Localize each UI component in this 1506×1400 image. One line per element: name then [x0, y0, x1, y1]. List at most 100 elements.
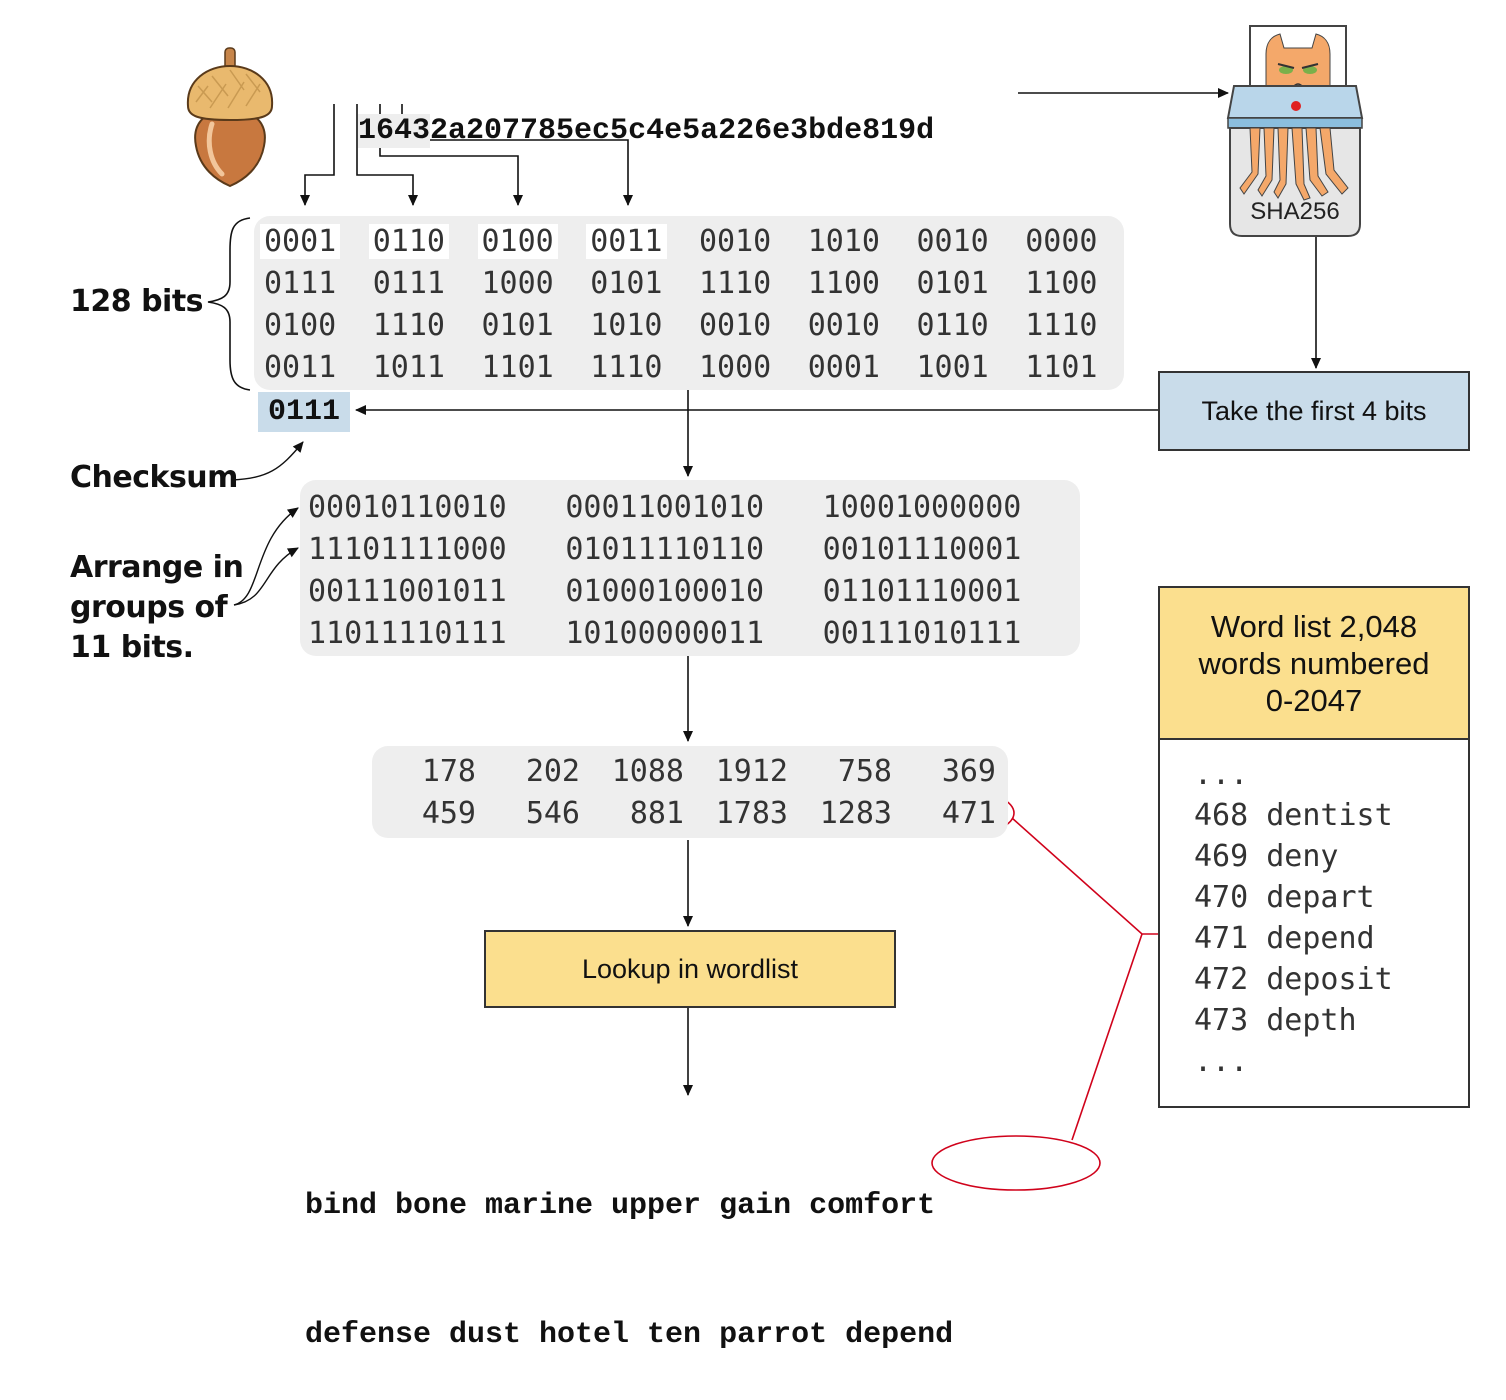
lookup-wordlist-label: Lookup in wordlist	[581, 953, 799, 984]
mnemonic-line2-prefix: defense dust hotel ten parrot	[305, 1318, 846, 1352]
wordlist-entry-number: 473	[1194, 1003, 1249, 1038]
lookup-wordlist-box: Lookup in wordlist	[484, 930, 896, 1008]
wordlist-ellipsis-bottom: ...	[1194, 1044, 1249, 1079]
bits-nibble: 0111	[363, 266, 472, 301]
word-index: 202	[525, 753, 580, 789]
bits-nibble: 1100	[1015, 266, 1124, 301]
arrow-arrange-1	[233, 507, 299, 606]
wordlist-entry-word: deny	[1266, 839, 1339, 874]
entropy-hex-rest: 2a207785ec5c4e5a226e3bde819d	[430, 114, 935, 148]
bits-nibble-text: 0010	[699, 307, 772, 343]
wordlist-entry: 472 deposit	[1194, 959, 1468, 1000]
wordlist-entry-sep	[1248, 962, 1266, 997]
bits-nibble: 0000	[1015, 224, 1124, 259]
bits-nibble-text: 0000	[1025, 223, 1098, 259]
bits-nibble: 1101	[1015, 350, 1124, 385]
bits-nibble-text: 1010	[590, 307, 663, 343]
wordlist-entry-word: depart	[1266, 880, 1375, 915]
word-index: 758	[837, 753, 892, 789]
eleven-bit-group: 10100000011	[565, 615, 765, 651]
arrow-arrange-2	[233, 547, 299, 606]
wordlist-entry-word: dentist	[1266, 798, 1393, 833]
wordlist-entry-number: 469	[1194, 839, 1249, 874]
eleven-bit-group: 01011110110	[565, 531, 765, 567]
eleven-bit-group: 00010110010	[308, 489, 507, 525]
wordlist-header: Word list 2,048 words numbered 0-2047	[1160, 588, 1468, 740]
wordlist-title-line1: Word list 2,048	[1210, 608, 1418, 644]
word-index: 369	[941, 753, 996, 789]
bits-nibble: 0010	[689, 224, 798, 259]
bits-nibble-text: 1110	[372, 307, 445, 343]
word-index: 1783	[715, 795, 788, 831]
bits-nibble-text: 1000	[699, 349, 772, 385]
bits-nibble: 1101	[472, 350, 581, 385]
wordlist-entry-sep	[1248, 880, 1266, 915]
eleven-bit-group: 00111010111	[822, 615, 1022, 651]
red-link-word-to-phrase	[1071, 933, 1143, 1141]
bits-nibble-text: 1110	[590, 349, 663, 385]
take-first-bits-box: Take the first 4 bits	[1158, 371, 1470, 451]
bits-nibble-text: 0011	[264, 349, 337, 385]
bits-nibble: 0010	[907, 224, 1016, 259]
entropy-bits-label: 128 bits	[70, 284, 204, 319]
bits-nibble: 0010	[689, 308, 798, 343]
brace-128-bits	[207, 217, 251, 391]
word-index: 459	[421, 795, 476, 831]
wordlist-panel: Word list 2,048 words numbered 0-2047 ..…	[1158, 586, 1470, 1108]
bits-row: 0100 1110 0101 1010 0010 0010 0110 1110	[254, 304, 1124, 346]
wordlist-entry: 470 depart	[1194, 877, 1468, 918]
mnemonic-highlighted-word: depend	[845, 1318, 954, 1352]
red-link-index-to-word	[1011, 817, 1174, 935]
bits-nibble-highlighted: 0001	[254, 223, 363, 259]
bits-nibble-text: 0110	[916, 307, 989, 343]
bits-nibble: 1110	[1015, 308, 1124, 343]
wordlist-ellipsis-top: ...	[1194, 757, 1249, 792]
wordlist-entry-word: deposit	[1266, 962, 1393, 997]
bits-nibble-text: 0110	[368, 223, 449, 259]
arrange-label-line1: Arrange in	[70, 550, 244, 585]
arrow-digit-6	[356, 104, 418, 206]
bits-nibble-highlighted: 0011	[580, 223, 689, 259]
bits-nibble-text: 0100	[264, 307, 337, 343]
bits-nibble-text: 1000	[481, 265, 554, 301]
word-index: 1283	[819, 795, 892, 831]
wordlist-entry-sep	[1248, 921, 1266, 956]
wordlist-entry: 473 depth	[1194, 1000, 1468, 1041]
eleven-bit-group: 01000100010	[565, 573, 765, 609]
bits-nibble-text: 0010	[916, 223, 989, 259]
wordlist-entry-number: 472	[1194, 962, 1249, 997]
eleven-bit-group: 01101110001	[822, 573, 1022, 609]
arrow-checksum-label	[231, 441, 304, 481]
bits-nibble-text: 0011	[586, 223, 667, 259]
bits-nibble-text: 0010	[807, 307, 880, 343]
bits-nibble-text: 0101	[916, 265, 989, 301]
bits-nibble-text: 1101	[1025, 349, 1098, 385]
arrow-digit-1	[300, 104, 335, 206]
bits-nibble-text: 1100	[1025, 265, 1098, 301]
bits-nibble: 1110	[580, 350, 689, 385]
bits-nibble: 0101	[580, 266, 689, 301]
bits-nibble: 1110	[689, 266, 798, 301]
take-first-bits-label: Take the first 4 bits	[1201, 395, 1427, 426]
word-index: 881	[629, 795, 684, 831]
wordlist-entry: 468 dentist	[1194, 795, 1468, 836]
arrange-label-line3: 11 bits.	[70, 630, 194, 665]
mnemonic-line1: bind bone marine upper gain comfort	[305, 1189, 936, 1223]
bits-nibble-text: 0101	[481, 307, 554, 343]
wordlist-entry-sep	[1248, 798, 1266, 833]
arrange-groups-label: Arrange in groups of 11 bits.	[70, 548, 244, 668]
bits-nibble: 0111	[254, 266, 363, 301]
eleven-bit-group: 11101111000	[308, 531, 507, 567]
bits-nibble: 1010	[580, 308, 689, 343]
bits-nibble: 0101	[907, 266, 1016, 301]
bits-nibble-highlighted: 0100	[472, 223, 581, 259]
